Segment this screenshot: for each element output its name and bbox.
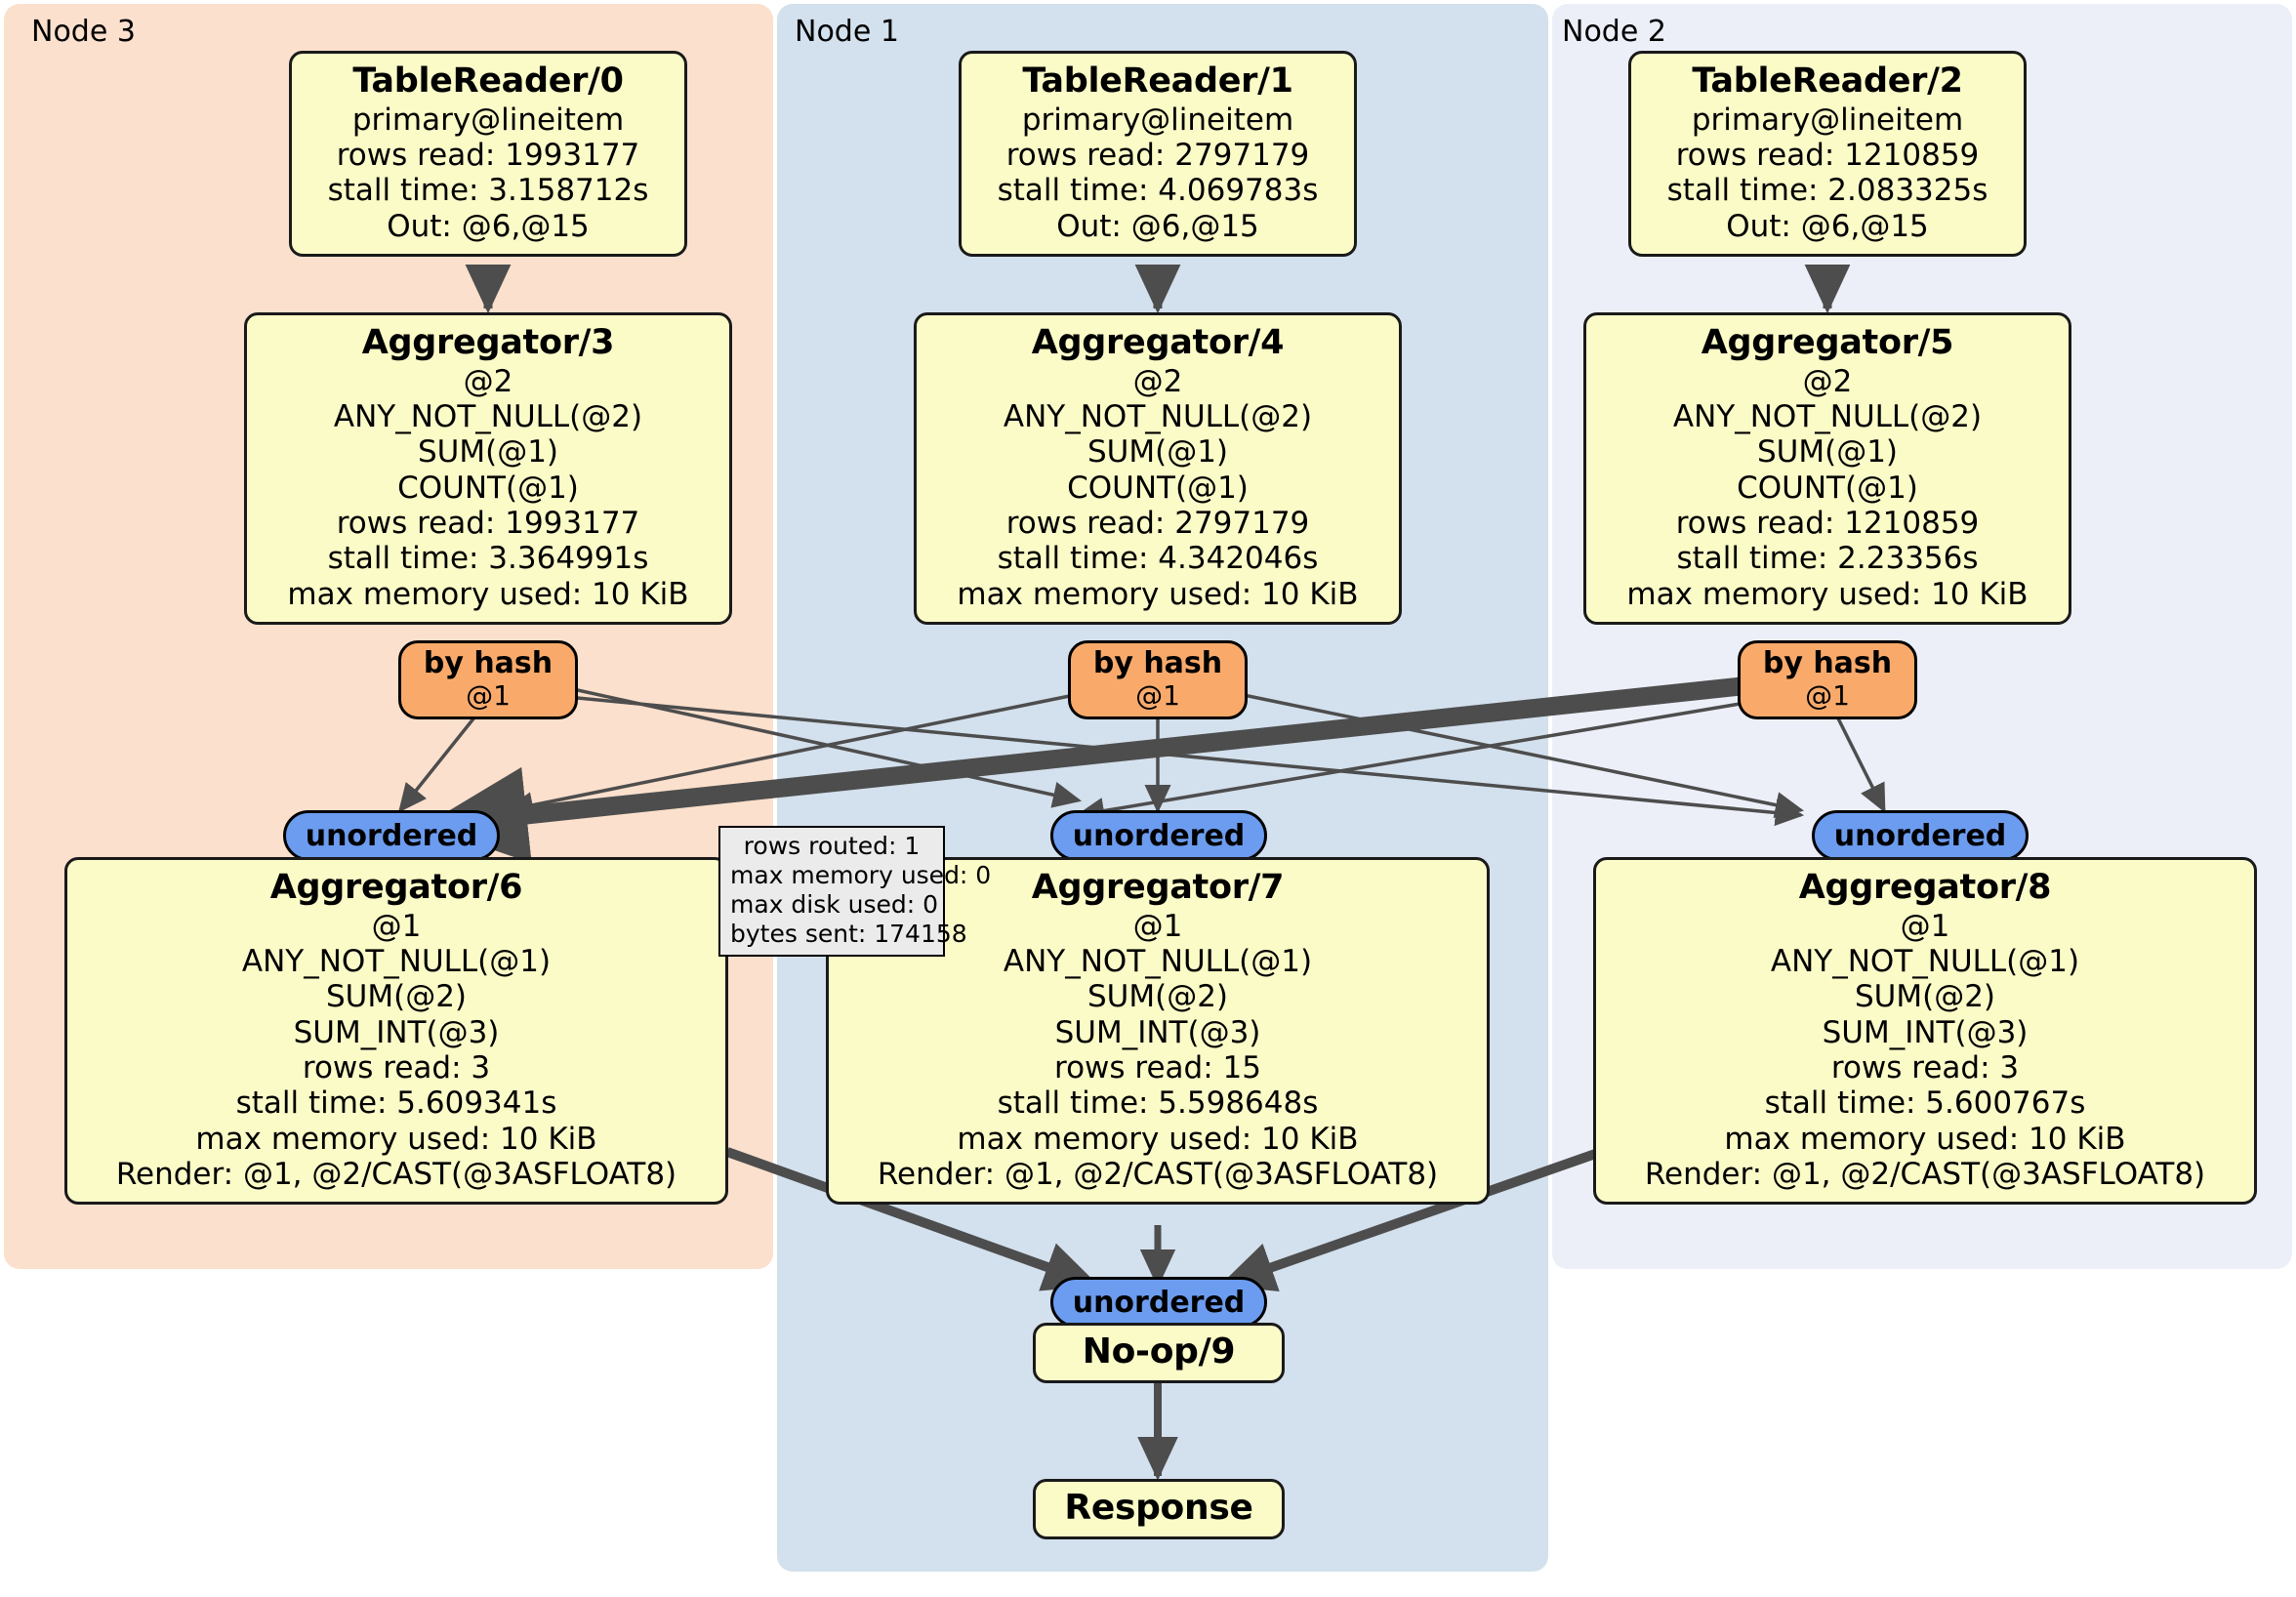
processor-detail-line: stall time: 3.364991s xyxy=(327,541,649,577)
processor-title: Aggregator/3 xyxy=(361,323,615,362)
processor-aggregator-3[interactable]: Aggregator/3 @2 ANY_NOT_NULL(@2) SUM(@1)… xyxy=(244,312,732,625)
processor-detail-line: SUM_INT(@3) xyxy=(293,1014,500,1050)
processor-detail-line: stall time: 5.609341s xyxy=(235,1085,557,1122)
processor-title: Aggregator/8 xyxy=(1798,868,2052,907)
cluster-label-node-2: Node 2 xyxy=(1562,15,1666,49)
processor-detail-line: SUM(@2) xyxy=(325,979,468,1015)
processor-detail-line: Render: @1, @2/CAST(@3ASFLOAT8) xyxy=(877,1156,1439,1192)
processor-detail-line: Render: @1, @2/CAST(@3ASFLOAT8) xyxy=(115,1156,677,1192)
processor-title: Response xyxy=(1064,1488,1253,1528)
processor-detail-line: @1 xyxy=(371,908,422,944)
processor-detail-line: SUM(@2) xyxy=(1086,979,1229,1015)
processor-title: TableReader/2 xyxy=(1692,61,1963,101)
processor-detail-line: rows read: 2797179 xyxy=(1005,138,1310,174)
processor-response[interactable]: Response xyxy=(1033,1479,1285,1540)
processor-detail-line: max memory used: 10 KiB xyxy=(1724,1121,2126,1157)
processor-aggregator-5[interactable]: Aggregator/5 @2 ANY_NOT_NULL(@2) SUM(@1)… xyxy=(1583,312,2071,625)
processor-tablereader-0[interactable]: TableReader/0 primary@lineitem rows read… xyxy=(289,51,687,257)
processor-aggregator-6[interactable]: Aggregator/6 @1 ANY_NOT_NULL(@1) SUM(@2)… xyxy=(64,857,728,1206)
processor-detail-line: ANY_NOT_NULL(@2) xyxy=(333,399,643,435)
processor-title: No-op/9 xyxy=(1082,1331,1236,1372)
processor-detail-line: stall time: 5.600767s xyxy=(1764,1085,2086,1122)
processor-detail-line: SUM_INT(@3) xyxy=(1822,1014,2029,1050)
processor-detail-line: ANY_NOT_NULL(@1) xyxy=(241,944,552,980)
processor-detail-line: stall time: 2.23356s xyxy=(1676,541,1979,577)
processor-detail-line: Out: @6,@15 xyxy=(1056,208,1259,244)
output-router-by-hash-1[interactable]: by hash @1 xyxy=(1068,640,1248,719)
processor-detail-line: primary@lineitem xyxy=(1691,102,1964,138)
router-type-label: by hash xyxy=(1092,646,1223,680)
processor-detail-line: SUM(@1) xyxy=(417,434,559,471)
router-column-label: @1 xyxy=(1135,678,1180,712)
processor-detail-line: rows read: 1210859 xyxy=(1675,138,1980,174)
processor-aggregator-4[interactable]: Aggregator/4 @2 ANY_NOT_NULL(@2) SUM(@1)… xyxy=(914,312,1402,625)
processor-detail-line: rows read: 1210859 xyxy=(1675,506,1980,541)
processor-detail-line: Out: @6,@15 xyxy=(387,208,590,244)
edge-stat-line: max disk used: 0 xyxy=(730,890,939,919)
processor-detail-line: COUNT(@1) xyxy=(1737,470,1918,506)
processor-detail-line: rows read: 15 xyxy=(1054,1050,1261,1085)
processor-detail-line: primary@lineitem xyxy=(1021,102,1294,138)
output-router-by-hash-0[interactable]: by hash @1 xyxy=(398,640,578,719)
processor-detail-line: SUM(@2) xyxy=(1854,979,1996,1015)
processor-detail-line: rows read: 2797179 xyxy=(1005,506,1310,541)
processor-detail-line: SUM_INT(@3) xyxy=(1054,1014,1261,1050)
router-type-label: by hash xyxy=(1762,646,1893,680)
processor-detail-line: rows read: 3 xyxy=(302,1050,491,1085)
processor-detail-line: ANY_NOT_NULL(@2) xyxy=(1003,399,1313,435)
edge-stats-tooltip: rows routed: 1 max memory used: 0 max di… xyxy=(718,826,992,957)
cluster-label-node-1: Node 1 xyxy=(795,15,899,49)
router-column-label: @1 xyxy=(466,678,511,712)
processor-detail-line: ANY_NOT_NULL(@1) xyxy=(1003,944,1313,980)
input-sync-unordered-1[interactable]: unordered xyxy=(1050,810,1267,861)
processor-detail-line: max memory used: 10 KiB xyxy=(957,1121,1359,1157)
processor-detail-line: stall time: 3.158712s xyxy=(327,173,649,209)
processor-detail-line: stall time: 5.598648s xyxy=(997,1085,1319,1122)
processor-detail-line: max memory used: 10 KiB xyxy=(195,1121,597,1157)
processor-detail-line: stall time: 4.342046s xyxy=(997,541,1319,577)
router-type-label: by hash xyxy=(423,646,554,680)
processor-no-op-9[interactable]: No-op/9 xyxy=(1033,1323,1285,1384)
processor-title: TableReader/1 xyxy=(1022,61,1293,101)
processor-detail-line: rows read: 1993177 xyxy=(336,138,640,174)
processor-tablereader-2[interactable]: TableReader/2 primary@lineitem rows read… xyxy=(1628,51,2027,257)
router-column-label: @1 xyxy=(1805,678,1850,712)
processor-detail-line: rows read: 1993177 xyxy=(336,506,640,541)
cluster-label-node-3: Node 3 xyxy=(31,15,136,49)
processor-aggregator-8[interactable]: Aggregator/8 @1 ANY_NOT_NULL(@1) SUM(@2)… xyxy=(1593,857,2257,1206)
processor-detail-line: @1 xyxy=(1900,908,1950,944)
processor-detail-line: @2 xyxy=(463,363,513,399)
edge-stat-line: rows routed: 1 xyxy=(743,832,921,860)
processor-detail-line: max memory used: 10 KiB xyxy=(1626,576,2029,612)
processor-detail-line: Render: @1, @2/CAST(@3ASFLOAT8) xyxy=(1644,1156,2206,1192)
processor-detail-line: stall time: 4.069783s xyxy=(997,173,1319,209)
processor-detail-line: rows read: 3 xyxy=(1830,1050,2020,1085)
processor-detail-line: COUNT(@1) xyxy=(1067,470,1249,506)
processor-detail-line: SUM(@1) xyxy=(1086,434,1229,471)
input-sync-unordered-0[interactable]: unordered xyxy=(283,810,500,861)
edge-stat-line: bytes sent: 174158 xyxy=(730,920,967,948)
processor-detail-line: @1 xyxy=(1132,908,1183,944)
edge-stat-line: max memory used: 0 xyxy=(730,861,992,889)
processor-title: Aggregator/6 xyxy=(269,868,523,907)
processor-title: TableReader/0 xyxy=(352,61,624,101)
processor-detail-line: stall time: 2.083325s xyxy=(1666,173,1988,209)
processor-detail-line: max memory used: 10 KiB xyxy=(287,576,689,612)
processor-detail-line: COUNT(@1) xyxy=(397,470,579,506)
processor-detail-line: @2 xyxy=(1802,363,1853,399)
processor-title: Aggregator/4 xyxy=(1031,323,1285,362)
processor-title: Aggregator/7 xyxy=(1031,868,1285,907)
processor-title: Aggregator/5 xyxy=(1701,323,1954,362)
processor-detail-line: primary@lineitem xyxy=(351,102,625,138)
processor-tablereader-1[interactable]: TableReader/1 primary@lineitem rows read… xyxy=(959,51,1357,257)
input-sync-unordered-2[interactable]: unordered xyxy=(1812,810,2029,861)
processor-detail-line: @2 xyxy=(1132,363,1183,399)
processor-detail-line: ANY_NOT_NULL(@1) xyxy=(1770,944,2080,980)
processor-detail-line: Out: @6,@15 xyxy=(1726,208,1929,244)
processor-detail-line: max memory used: 10 KiB xyxy=(957,576,1359,612)
processor-detail-line: SUM(@1) xyxy=(1756,434,1899,471)
input-sync-unordered-terminal[interactable]: unordered xyxy=(1050,1277,1267,1328)
output-router-by-hash-2[interactable]: by hash @1 xyxy=(1738,640,1917,719)
processor-detail-line: ANY_NOT_NULL(@2) xyxy=(1672,399,1983,435)
